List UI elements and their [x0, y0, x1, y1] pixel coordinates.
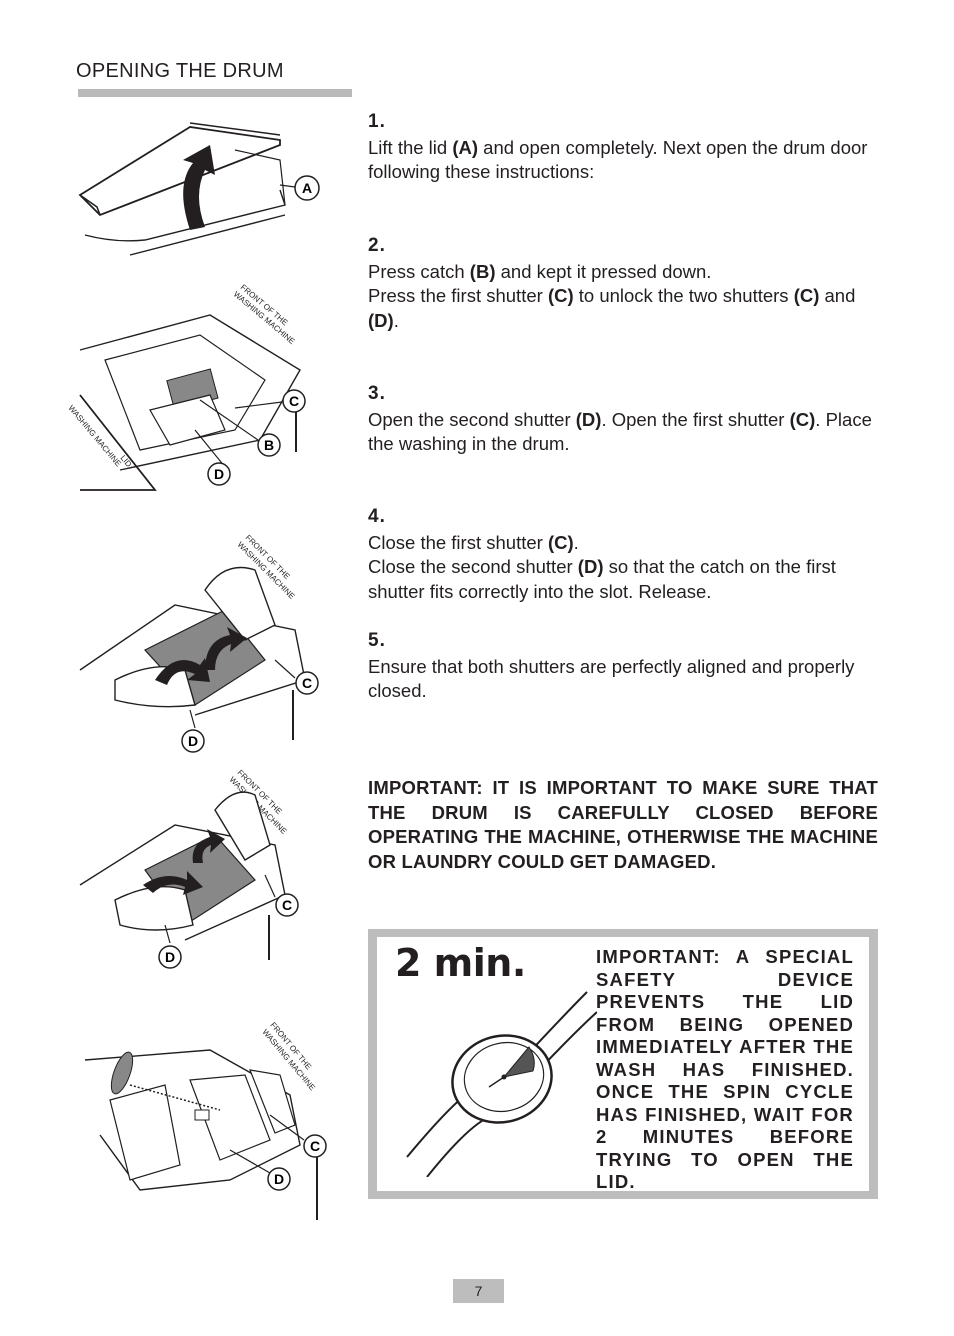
step-text-segment: and kept it pressed down.: [495, 260, 712, 282]
step-text-segment: Press catch: [368, 260, 470, 282]
part-reference: (C): [547, 285, 574, 306]
step-text: Close the first shutter (C).: [368, 531, 880, 556]
step-3: 3. Open the second shutter (D). Open the…: [368, 382, 880, 457]
step-text-segment: . Open the first shutter: [601, 408, 790, 430]
step-text: Lift the lid (A) and open completely. Ne…: [368, 136, 880, 185]
step-text: Press catch (B) and kept it pressed down…: [368, 260, 880, 285]
callout-d: D: [274, 1171, 284, 1187]
callout-c: C: [302, 675, 312, 691]
safety-notice-box: 2 min. IMPORTANT: A SPECIAL SAFETY DEVIC…: [368, 929, 878, 1199]
lid-label-line1: LID: [118, 454, 133, 469]
step-text-segment: .: [393, 309, 399, 331]
step-1: 1. Lift the lid (A) and open completely.…: [368, 110, 880, 185]
safety-notice-text: IMPORTANT: A SPECIAL SAFETY DEVICE PREVE…: [596, 946, 854, 1192]
step-text-segment: to unlock the two shutters: [573, 285, 794, 306]
step-text-segment: Lift the lid: [368, 136, 453, 158]
callout-b: B: [264, 437, 274, 453]
step-text-segment: Close the second shutter: [368, 556, 578, 577]
part-reference: (C): [793, 285, 820, 306]
part-reference: (B): [469, 260, 496, 282]
callout-a: A: [302, 180, 312, 196]
step-text-segment: .: [573, 531, 579, 553]
callout-c: C: [310, 1138, 320, 1154]
callout-c: C: [289, 393, 299, 409]
step-text-segment: Open the second shutter: [368, 408, 576, 430]
figure-close-shutters: FRONT OF THE WASHING MACHINE C D: [75, 765, 335, 975]
callout-d: D: [188, 733, 198, 749]
title-underline: [78, 89, 352, 97]
part-reference: (C): [789, 408, 816, 430]
part-reference: (C): [547, 531, 574, 553]
callout-d: D: [165, 949, 175, 965]
part-reference: (D): [575, 408, 602, 430]
step-text-segment: Close the first shutter: [368, 531, 548, 553]
callout-d: D: [214, 466, 224, 482]
part-reference: (D): [368, 309, 394, 331]
step-text-segment: . Place the washing in the drum.: [368, 408, 872, 455]
figure-open-shutters: FRONT OF THE WASHING MACHINE C D: [75, 530, 335, 755]
important-warning: IMPORTANT: IT IS IMPORTANT TO MAKE SURE …: [368, 777, 878, 872]
figure-lift-lid: A: [75, 115, 335, 265]
step-text-segment: so that the catch on the first shutter f…: [368, 556, 836, 602]
step-number: 1.: [368, 111, 386, 132]
step-text: Press the first shutter (C) to unlock th…: [368, 284, 880, 333]
step-text: Close the second shutter (D) so that the…: [368, 555, 880, 604]
page-number: 7: [453, 1279, 504, 1303]
step-2: 2. Press catch (B) and kept it pressed d…: [368, 234, 880, 333]
figure-shutters-aligned: FRONT OF THE WASHING MACHINE C D: [80, 1015, 340, 1225]
step-text-segment: Press the first shutter: [368, 285, 548, 306]
step-text-segment: and open completely. Next open the drum …: [368, 136, 868, 183]
step-5: 5. Ensure that both shutters are perfect…: [368, 629, 880, 704]
part-reference: (A): [452, 136, 479, 158]
step-text: Open the second shutter (D). Open the fi…: [368, 408, 880, 457]
step-number: 3.: [368, 383, 386, 404]
part-reference: (D): [577, 556, 604, 577]
section-title: OPENING THE DRUM: [76, 60, 284, 82]
step-number: 5.: [368, 630, 386, 651]
step-text: Ensure that both shutters are perfectly …: [368, 655, 880, 704]
wristwatch-illustration: [397, 987, 598, 1182]
callout-c: C: [282, 897, 292, 913]
step-number: 2.: [368, 235, 386, 256]
step-text-segment: and: [819, 285, 856, 306]
step-text-segment: Ensure that both shutters are perfectly …: [368, 655, 855, 702]
wait-time-label: 2 min.: [395, 941, 526, 985]
figure-press-catch: FRONT OF THE WASHING MACHINE WASHING MAC…: [60, 280, 330, 495]
step-number: 4.: [368, 506, 386, 527]
step-4: 4. Close the first shutter (C).Close the…: [368, 505, 880, 604]
